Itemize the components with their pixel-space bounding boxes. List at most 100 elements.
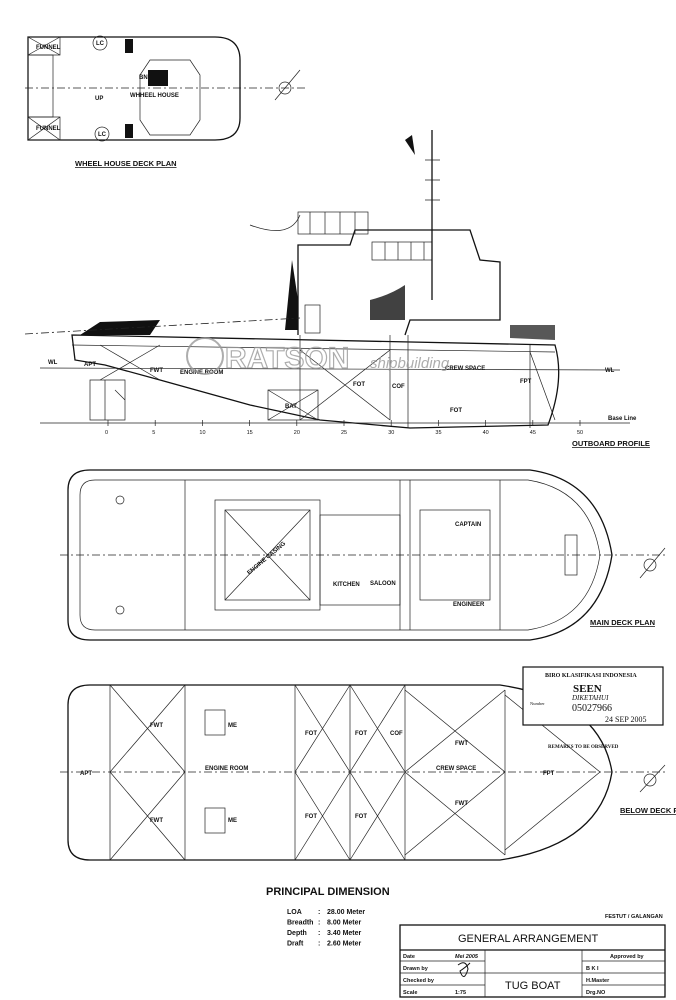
stamp-date: 24 SEP 2005 [605,715,647,724]
captain-label: CAPTAIN [455,522,481,528]
title-block: FESTUT / GALANGAN GENERAL ARRANGEMENT Da… [399,914,666,998]
drawn-label: Drawn by [403,966,429,972]
centerline-symbol-stroke [639,764,666,793]
fot-label: FOT [353,382,365,388]
mast-yards [425,159,440,201]
wheel-house-plan-title: WHEEL HOUSE DECK PLAN [75,159,177,168]
frame-number: 30 [388,430,394,436]
fpt-label: FPT [520,379,532,385]
window-mullions [384,242,425,260]
dimension-label: Breadth [287,920,313,927]
centerline-symbol [643,773,657,787]
wl-label: WL [605,368,615,374]
date-value: Mei 2005 [455,954,479,960]
stamp-status: SEEN [573,683,602,695]
title-grid [400,950,665,997]
me-label: ME [228,818,237,824]
waterline [39,367,621,371]
funnel [285,260,298,330]
fwt-label: FWT [150,368,163,374]
scale-label: Scale [403,990,417,996]
bn-label: BN [139,75,148,81]
bulwark-aft [80,320,160,335]
me-label: ME [228,723,237,729]
funnel-casing [27,54,54,118]
bat-tank [267,389,319,421]
frame-number: 35 [435,430,441,436]
saloon-label: SALOON [370,581,396,587]
saloon-room [319,514,401,606]
door [304,304,321,334]
dimension-value: 3.40 Meter [327,930,362,937]
wheel-house-windows [371,241,433,261]
drg-no-label: Drg.NO [586,990,606,996]
hull-outline [71,334,560,429]
principal-dimension-title: PRINCIPAL DIMENSION [266,886,390,898]
funnel-label: FUNNEL [36,126,61,132]
superstructure [297,229,501,336]
main-deck-outline [67,469,613,641]
window-block [125,39,133,53]
watermark-logo [186,337,224,375]
main-engine-port [204,709,226,736]
bulwark-line [79,479,601,631]
flag [405,135,415,155]
stamp-number: 05027966 [572,703,612,714]
up-label: UP [95,96,103,102]
life-capsule [94,126,110,142]
approver-master: H.Master [586,978,610,984]
outboard-profile: FWT ENGINE ROOM FOT COF BAT CREW SPACE F… [24,130,650,448]
bollard [115,605,125,615]
dimension-value: 8.00 Meter [327,920,362,927]
railing [297,211,369,235]
watermark-suffix: shipbuilding [370,355,450,372]
watermark: RATSON shipbuilding [186,337,450,376]
tank-crosses [99,344,556,421]
crew-space-label: CREW SPACE [445,366,485,372]
dimension-colon: : [318,920,320,927]
rudder [89,379,126,421]
bulkheads [109,685,506,860]
frame-number: 5 [152,430,155,436]
cof-label: COF [390,731,403,737]
engine-room-label: ENGINE ROOM [205,766,248,772]
apt-label: APT [80,771,92,777]
stamp-number-label: Number [530,701,545,706]
fot-label: FOT [305,814,317,820]
frame-number: 25 [341,430,347,436]
cabin-block [419,509,491,601]
wheel-house-label: WHHEEL HOUSE [130,93,179,99]
fpt-label: FPT [543,771,555,777]
centerline-symbol-stroke [274,69,301,101]
dimension-label: Depth [287,930,307,937]
classification-stamp: BIRO KLASIFIKASI INDONESIA SEEN DIKETAHU… [522,666,664,750]
wheel-house-room [139,59,201,136]
bulkheads [299,335,531,428]
dimension-colon: : [318,909,320,916]
fwt-label: FWT [150,818,163,824]
frame-number: 15 [247,430,253,436]
date-label: Date [403,954,415,960]
bulwark-fwd [510,325,555,340]
fot-label: FOT [450,408,462,414]
scale-value: 1:75 [455,990,466,996]
frame-number: 10 [199,430,205,436]
bat-tank-cross [267,389,319,421]
fwt-label: FWT [455,801,468,807]
frame-number: 45 [530,430,536,436]
frame-number: 0 [105,430,108,436]
railing-posts [309,212,356,234]
tank-crosses [109,684,601,861]
frame-number: 50 [577,430,583,436]
signature [457,962,471,977]
main-engine-stbd [204,807,226,834]
main-deck-plan: ENGINE CASING KITCHEN SALOON CAPTAIN ENG… [60,469,666,641]
outboard-profile-title: OUTBOARD PROFILE [572,439,650,448]
lc-label: LC [98,132,107,138]
dimension-value: 28.00 Meter [327,909,365,916]
dimension-colon: : [318,930,320,937]
engine-casing-label: ENGINE CASING [246,541,287,577]
